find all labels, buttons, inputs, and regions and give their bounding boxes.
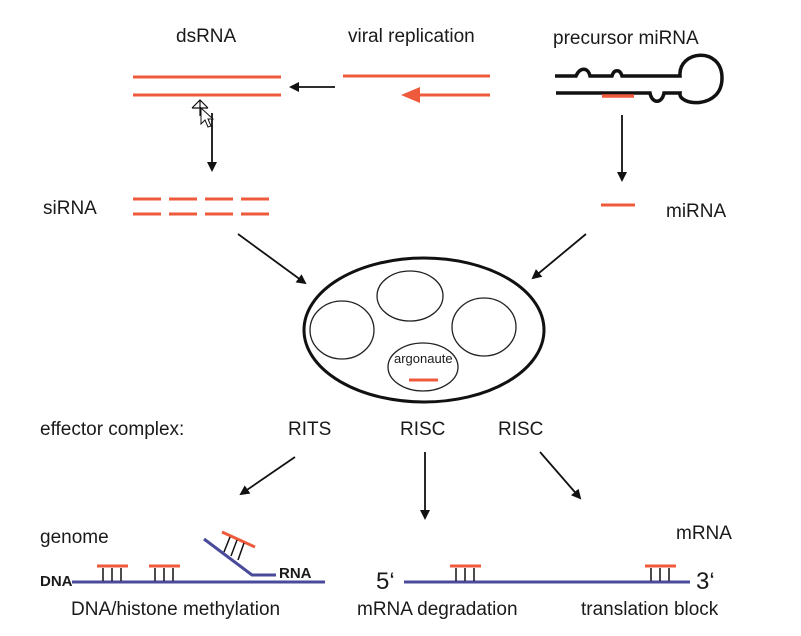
mrna-strand	[404, 564, 690, 584]
label-risc-translation: RISC	[498, 419, 544, 440]
arrow-mirna-to-complex	[531, 233, 587, 280]
viral-replication-strands	[343, 74, 490, 103]
precursor-mirna-hairpin	[555, 53, 724, 105]
label-rits: RITS	[288, 419, 332, 440]
arrow-rits-to-methylation	[239, 456, 296, 496]
effector-complex	[302, 256, 546, 404]
label-translation-block: translation block	[581, 599, 719, 620]
label-dna: DNA	[40, 573, 73, 590]
label-dsrna: dsRNA	[176, 26, 237, 47]
mouse-cursor-icon	[191, 99, 215, 128]
argonaute-subunit	[387, 342, 459, 392]
label-argonaute: argonaute	[394, 351, 453, 366]
arrow-risc-to-translation-block	[539, 451, 582, 500]
genome-dna	[72, 564, 325, 584]
label-viral-replication: viral replication	[348, 26, 475, 47]
dsrna-strands	[133, 75, 281, 97]
label-mrna-degradation: mRNA degradation	[357, 599, 518, 620]
label-dna-histone-methylation: DNA/histone methylation	[71, 599, 281, 620]
label-risc-degradation: RISC	[400, 419, 446, 440]
sirna-fragments	[133, 197, 269, 216]
label-rna: RNA	[279, 565, 312, 582]
label-five-prime: 5‘	[376, 568, 395, 595]
label-effector-complex: effector complex:	[40, 419, 185, 440]
label-sirna: siRNA	[43, 198, 97, 219]
label-genome: genome	[40, 527, 109, 548]
nascent-rna	[203, 530, 276, 577]
label-mirna: miRNA	[666, 201, 727, 222]
label-three-prime: 3‘	[696, 568, 715, 595]
label-precursor-mirna: precursor miRNA	[553, 28, 699, 49]
label-mrna: mRNA	[676, 523, 732, 544]
arrow-sirna-to-complex	[237, 233, 307, 285]
